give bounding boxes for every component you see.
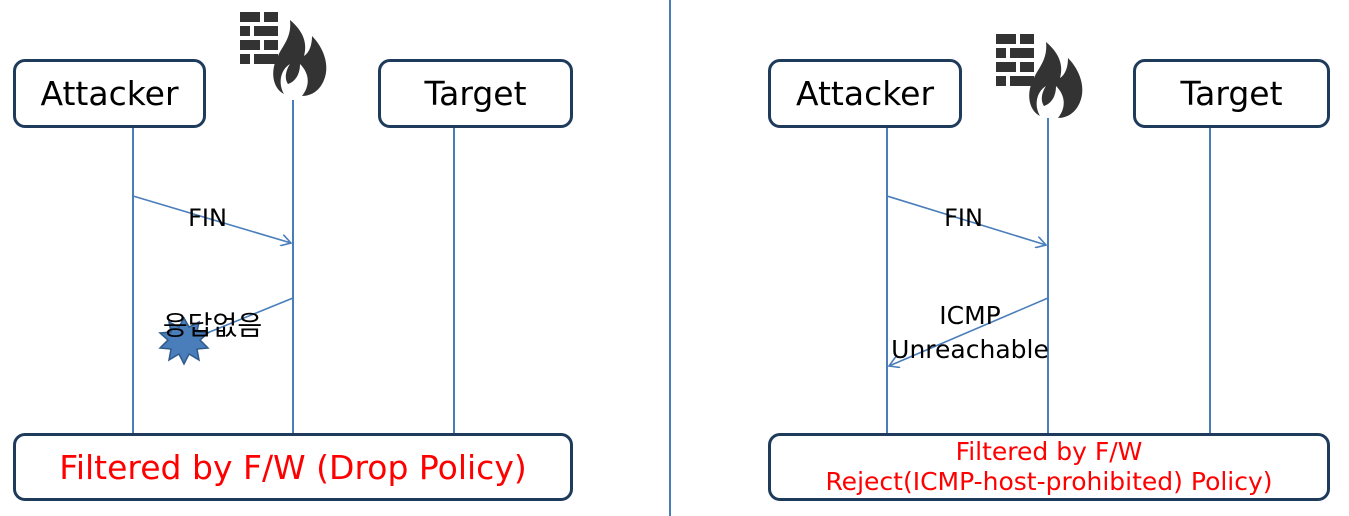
arrow-fin-right (886, 195, 1046, 245)
firewall-icon (240, 12, 327, 96)
arrow-icmp-unreachable-right (889, 297, 1049, 366)
policy-text-right-line1: Filtered by F/W (955, 437, 1143, 466)
policy-box-left: Filtered by F/W (Drop Policy) (13, 433, 573, 501)
policy-text-left: Filtered by F/W (Drop Policy) (59, 447, 527, 487)
arrow-fin-left (132, 195, 291, 243)
no-response-label: 응답없음 (162, 311, 263, 342)
policy-text-right-line2: Reject(ICMP-host-prohibited) Policy) (825, 467, 1273, 496)
attacker-box-right: Attacker (768, 59, 962, 128)
firewall-icon (996, 34, 1083, 118)
target-box-right: Target (1133, 59, 1330, 128)
attacker-box-left: Attacker (13, 59, 206, 128)
unreachable-label-right: Unreachable (891, 335, 1049, 364)
icmp-label-right: ICMP (939, 301, 1001, 330)
target-box-left: Target (378, 59, 573, 128)
fin-label-right: FIN (944, 204, 983, 232)
policy-box-right: Filtered by F/W Reject(ICMP-host-prohibi… (768, 433, 1330, 501)
fin-label-left: FIN (188, 204, 227, 232)
